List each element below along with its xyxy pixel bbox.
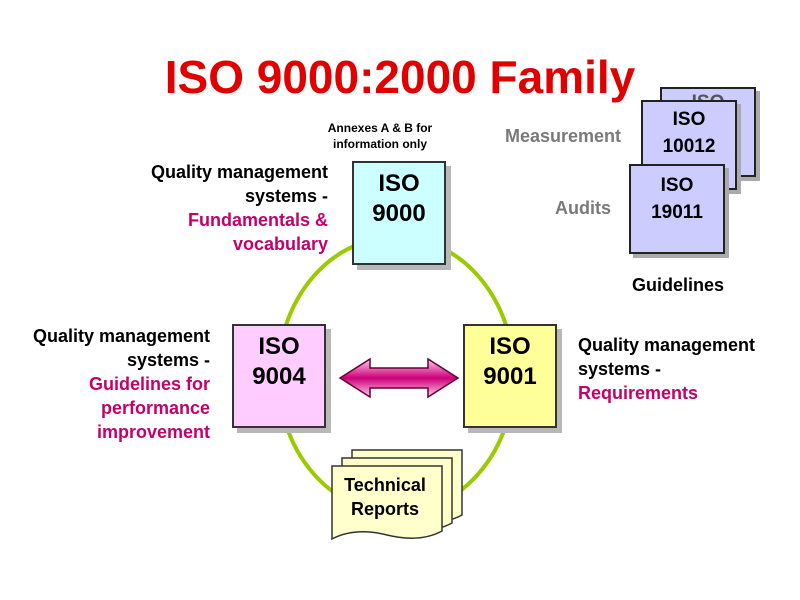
iso-9001-box[interactable]: ISO 9001 <box>463 324 557 428</box>
iso-19011-line1: ISO <box>660 175 694 196</box>
iso-9001-description: Quality management systems - Requirement… <box>578 333 793 405</box>
iso-19011-line2: 19011 <box>651 202 703 223</box>
iso-9004-desc-accent2: performance <box>100 398 210 418</box>
annex-note: Annexes A & B for information only <box>327 121 433 151</box>
iso-9004-desc-accent1: Guidelines for <box>88 374 210 394</box>
iso-9004-line1: ISO <box>258 333 300 360</box>
iso-9000-line2: 9000 <box>372 200 426 227</box>
technical-reports-stack <box>331 449 463 541</box>
iso-9004-box[interactable]: ISO 9004 <box>232 324 326 428</box>
iso-9000-desc-accent2: vocabulary <box>232 234 328 254</box>
iso-9004-line2: 9004 <box>252 363 306 390</box>
iso-19011-card[interactable]: ISO 19011 <box>629 164 725 254</box>
iso-9001-desc-line2: systems - <box>578 359 662 379</box>
iso-9001-desc-accent1: Requirements <box>578 383 699 403</box>
iso-9001-line2: 9001 <box>483 363 537 390</box>
iso-9000-desc-line1: Quality management <box>150 162 328 182</box>
audits-label: Audits <box>555 198 611 218</box>
iso-10012-line2: 10012 <box>662 136 716 157</box>
technical-reports-line1: Technical <box>344 475 426 495</box>
iso-10012-line1: ISO <box>672 109 706 130</box>
iso-9004-desc-accent3: improvement <box>96 422 210 442</box>
iso-9004-desc-line2: systems - <box>126 350 210 370</box>
technical-reports-line2: Reports <box>350 499 419 519</box>
technical-reports-label[interactable]: Technical Reports <box>330 473 440 521</box>
page-title: ISO 9000:2000 Family <box>164 51 636 103</box>
iso-9004-description: Quality management systems - Guidelines … <box>6 324 210 444</box>
iso-9001-line1: ISO <box>489 333 531 360</box>
guidelines-label: Guidelines <box>632 275 725 295</box>
measurement-label: Measurement <box>505 126 622 146</box>
iso-9001-desc-line1: Quality management <box>578 335 756 355</box>
iso-9000-box[interactable]: ISO 9000 <box>352 161 446 265</box>
iso-9000-desc-line2: systems - <box>244 186 328 206</box>
double-arrow-icon <box>338 357 460 399</box>
iso-9004-desc-line1: Quality management <box>32 326 210 346</box>
iso-9000-description: Quality management systems - Fundamental… <box>120 160 328 256</box>
iso-9000-line1: ISO <box>378 170 420 197</box>
iso-9000-desc-accent1: Fundamentals & <box>187 210 328 230</box>
